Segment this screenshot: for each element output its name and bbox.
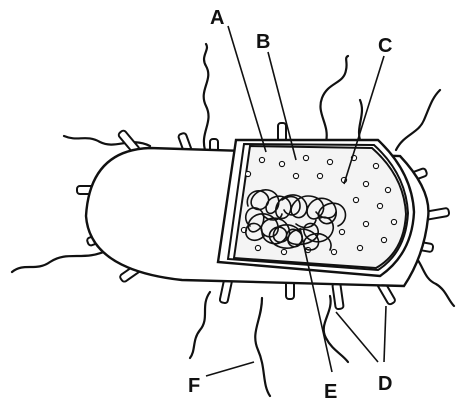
flagellum (396, 90, 440, 150)
ribosome (259, 157, 264, 162)
ribosome (293, 173, 298, 178)
ribosome (391, 219, 396, 224)
ribosome (353, 197, 358, 202)
label-f: F (188, 375, 200, 397)
label-e: E (324, 381, 337, 403)
ribosome (357, 245, 362, 250)
label-b: B (256, 31, 270, 53)
ribosome (385, 187, 390, 192)
ribosome (373, 163, 378, 168)
ribosome (327, 159, 332, 164)
ribosome (255, 245, 260, 250)
ribosome (317, 173, 322, 178)
ribosome (363, 221, 368, 226)
ribosome (281, 249, 286, 254)
ribosome (331, 249, 336, 254)
ribosome (279, 161, 284, 166)
flagellum (320, 56, 348, 142)
ribosome (363, 181, 368, 186)
ribosome (339, 229, 344, 234)
flagellum (190, 292, 210, 358)
leader-line-d1 (336, 312, 378, 362)
flagellum (204, 44, 209, 150)
label-a: A (210, 7, 224, 29)
pilus (332, 283, 344, 310)
label-d: D (378, 373, 392, 395)
ribosome (303, 155, 308, 160)
label-c: C (378, 35, 392, 57)
leader-line-f (206, 362, 254, 376)
flagellum (255, 298, 270, 396)
leader-line-d2 (384, 306, 386, 362)
ribosome (377, 203, 382, 208)
ribosome (381, 237, 386, 242)
flagellum (12, 250, 108, 272)
